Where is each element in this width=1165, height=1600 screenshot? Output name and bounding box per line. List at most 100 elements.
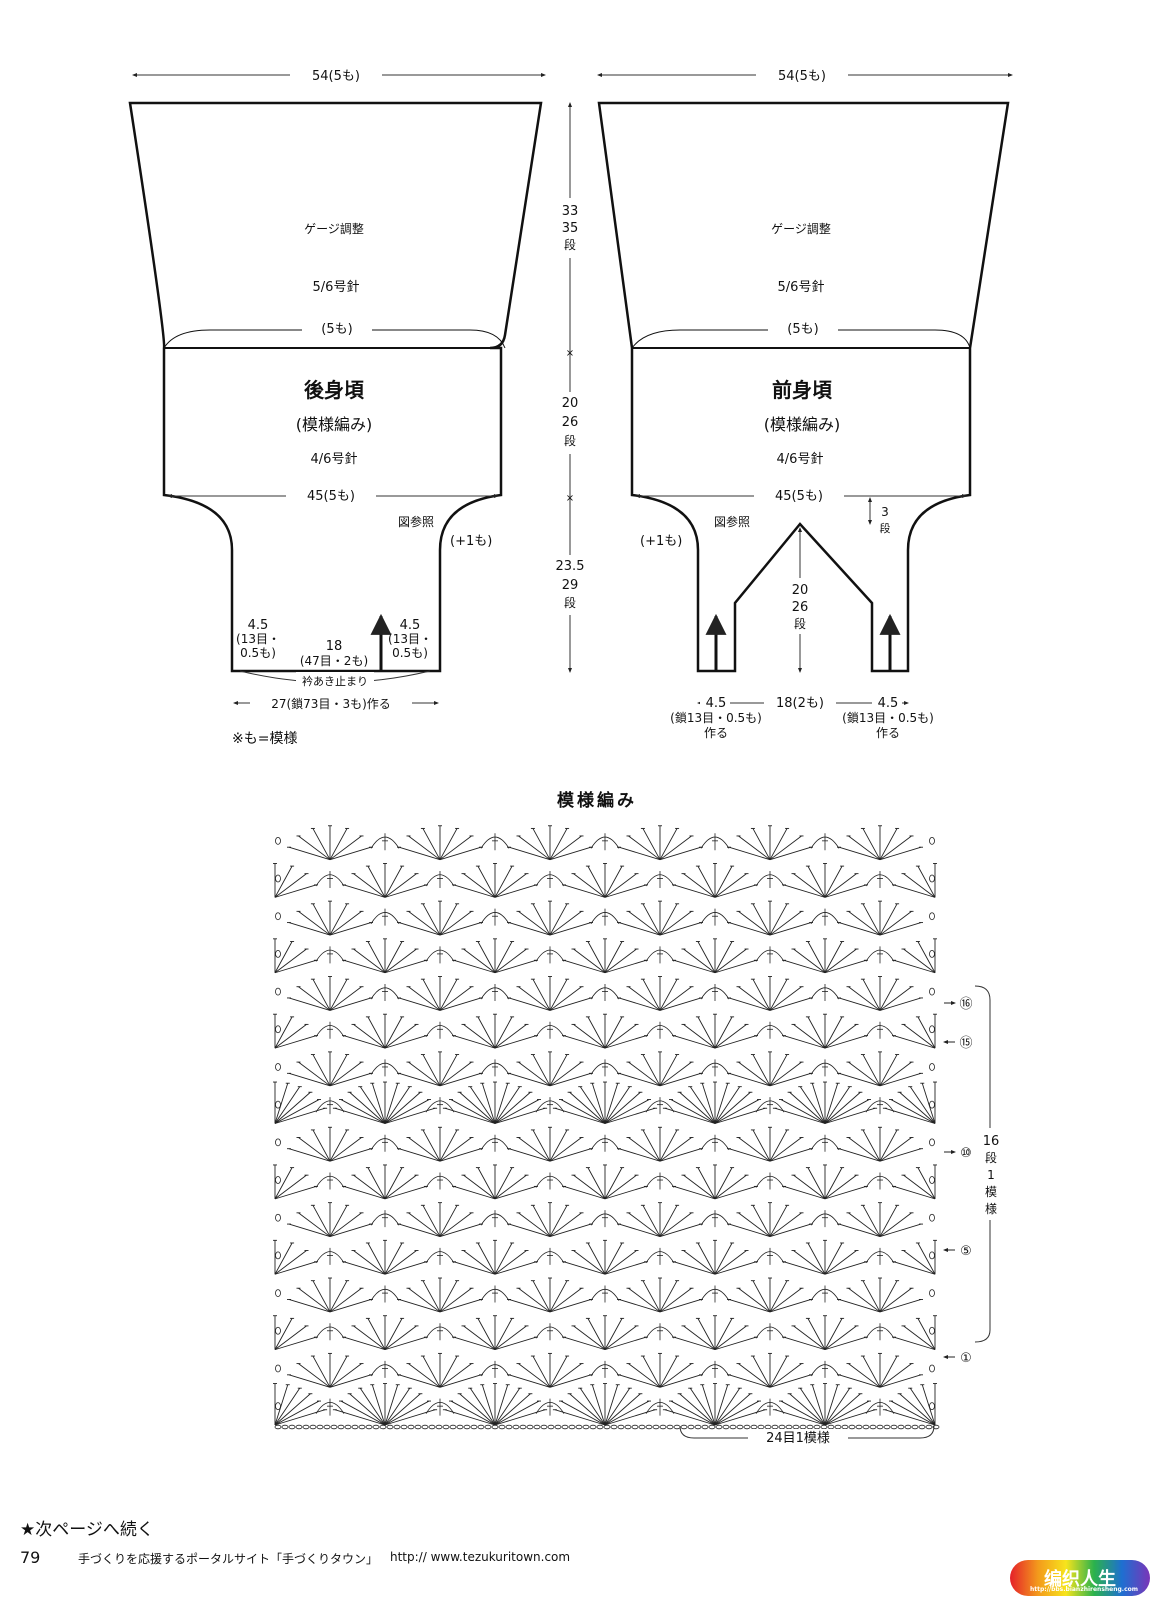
double-crochet-stitch	[274, 865, 293, 898]
row-marker-1: ①	[960, 1351, 972, 1366]
double-crochet-stitch	[353, 1174, 386, 1200]
double-crochet-stitch	[862, 903, 881, 936]
double-crochet-stitch	[769, 1205, 788, 1237]
double-crochet-stitch	[862, 1280, 881, 1313]
edge-chain	[929, 912, 935, 921]
double-crochet-stitch	[604, 873, 637, 898]
double-crochet-stitch	[769, 1061, 802, 1087]
double-crochet-stitch	[312, 903, 331, 936]
double-crochet-stitch	[728, 1223, 771, 1237]
front-bottom-center: 18(2も)	[776, 696, 824, 711]
double-crochet-stitch	[384, 1400, 430, 1426]
double-crochet-stitch	[683, 1024, 716, 1049]
double-crochet-stitch	[508, 922, 551, 936]
double-crochet-stitch	[508, 1148, 551, 1162]
double-crochet-stitch	[659, 1137, 692, 1162]
front-upper-needle: 5/6号針	[778, 280, 825, 295]
double-crochet-stitch	[893, 1336, 936, 1351]
double-crochet-stitch	[659, 1061, 692, 1087]
double-crochet-stitch	[439, 1355, 458, 1388]
front-panel-outline	[597, 101, 1010, 673]
row-marker-16: ⑯	[959, 997, 972, 1012]
double-crochet-stitch	[879, 1205, 898, 1237]
edge-chain	[929, 1213, 935, 1222]
double-crochet-stitch	[714, 1024, 747, 1049]
double-crochet-stitch	[714, 1016, 733, 1049]
double-crochet-stitch	[422, 1054, 441, 1087]
double-crochet-stitch	[714, 1086, 741, 1124]
double-crochet-stitch	[298, 1287, 331, 1313]
double-crochet-stitch	[793, 948, 826, 974]
double-crochet-stitch	[384, 1384, 399, 1426]
double-crochet-stitch	[408, 835, 441, 861]
chain-stitch	[582, 1424, 590, 1430]
double-crochet-stitch	[824, 1174, 857, 1200]
chain-stitch	[533, 1424, 541, 1430]
double-crochet-stitch	[549, 997, 592, 1011]
double-crochet-stitch	[398, 846, 441, 861]
double-crochet-stitch	[673, 959, 716, 974]
double-crochet-stitch	[384, 1185, 427, 1200]
middle-height-cm: 20	[562, 396, 579, 411]
double-crochet-stitch	[917, 1016, 936, 1049]
upper-height-cm: 33	[562, 204, 579, 219]
double-crochet-stitch	[312, 978, 331, 1011]
front-bottom-left-3: 作る	[704, 726, 728, 740]
double-crochet-stitch	[453, 884, 496, 898]
chain-stitch	[792, 1424, 800, 1430]
double-crochet-stitch	[697, 865, 716, 898]
double-crochet-stitch	[329, 1355, 348, 1388]
double-crochet-stitch	[824, 1250, 857, 1275]
double-crochet-stitch	[312, 828, 331, 860]
double-crochet-stitch	[477, 1016, 496, 1049]
double-crochet-stitch	[573, 1174, 606, 1200]
double-crochet-stitch	[587, 1167, 606, 1200]
chain-stitch	[925, 1424, 933, 1430]
chain-stitch	[785, 1424, 793, 1430]
double-crochet-stitch	[824, 1083, 839, 1124]
edge-chain	[275, 1100, 281, 1109]
double-crochet-stitch	[893, 884, 936, 898]
chain-stitch	[575, 1424, 583, 1430]
double-crochet-stitch	[848, 835, 881, 861]
double-crochet-stitch	[879, 1374, 922, 1388]
double-crochet-stitch	[659, 1072, 702, 1087]
edge-chain	[929, 1289, 935, 1297]
double-crochet-stitch	[659, 986, 692, 1011]
back-increase: (+1も)	[450, 534, 492, 549]
double-crochet-stitch	[769, 1054, 788, 1087]
double-crochet-stitch	[329, 1287, 362, 1313]
double-crochet-stitch	[591, 1083, 606, 1124]
double-crochet-stitch	[439, 1280, 458, 1313]
double-crochet-stitch	[518, 986, 551, 1011]
double-crochet-stitch	[508, 846, 551, 861]
double-crochet-stitch	[367, 941, 386, 973]
double-crochet-stitch	[329, 1374, 372, 1388]
double-crochet-stitch	[628, 986, 661, 1011]
chain-stitch	[274, 1424, 282, 1430]
chain-stitch	[610, 1424, 618, 1430]
double-crochet-stitch	[359, 1387, 386, 1426]
double-crochet-stitch	[769, 922, 812, 936]
repeat-rows-2: 段	[985, 1150, 997, 1165]
double-crochet-stitch	[312, 1205, 331, 1237]
double-crochet-stitch	[774, 1409, 826, 1426]
double-crochet-stitch	[367, 1318, 386, 1350]
chain-stitch	[904, 1424, 912, 1430]
double-crochet-stitch	[532, 1355, 551, 1388]
double-crochet-stitch	[659, 835, 692, 861]
chain-stitch	[743, 1424, 751, 1430]
chain-stitch	[554, 1424, 562, 1430]
double-crochet-stitch	[439, 903, 458, 936]
double-crochet-stitch	[890, 1400, 936, 1426]
double-crochet-stitch	[494, 1107, 546, 1124]
chain-stitch	[505, 1424, 513, 1430]
double-crochet-stitch	[783, 1035, 826, 1049]
double-crochet-stitch	[329, 1054, 348, 1087]
double-crochet-stitch	[274, 1250, 307, 1275]
chain-stitch	[302, 1424, 310, 1430]
double-crochet-stitch	[893, 1185, 936, 1200]
double-crochet-stitch	[549, 846, 592, 861]
vertical-measurements: × × 33 35 段 20 26 段 23.5 29 段	[548, 102, 592, 673]
chain-stitch	[281, 1424, 289, 1430]
